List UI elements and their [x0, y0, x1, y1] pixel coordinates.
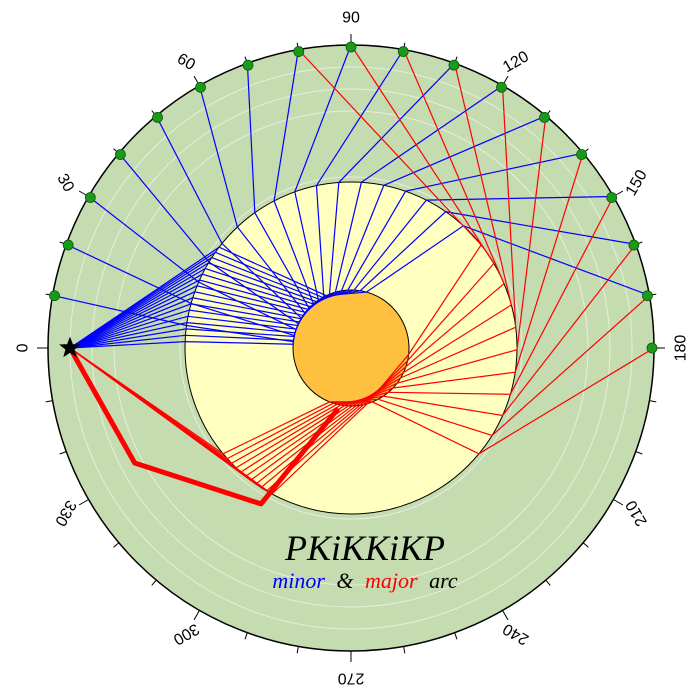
- station-marker: [84, 192, 96, 203]
- minor-tick: [545, 579, 551, 586]
- depth-ring: [113, 110, 589, 586]
- minor-tick: [113, 542, 120, 548]
- major-arc-ray: [69, 244, 637, 465]
- legend-minor-word: minor: [272, 568, 325, 593]
- minor-arc-ray: [69, 225, 650, 349]
- major-arc-ray: [69, 294, 650, 460]
- minor-tick: [454, 632, 458, 640]
- minor-arc-ray: [66, 243, 296, 349]
- major-arc-ray: [69, 153, 584, 473]
- source-star-icon: [59, 336, 81, 358]
- depth-ring: [179, 176, 523, 520]
- station-marker: [195, 81, 206, 93]
- station-marker: [49, 290, 60, 302]
- minor-tick: [403, 646, 406, 654]
- angle-tick-label: 180: [673, 335, 690, 362]
- station-marker: [646, 342, 658, 354]
- depth-ring: [91, 88, 611, 608]
- angle-tick-label: 0: [13, 344, 30, 353]
- minor-tick: [59, 451, 67, 455]
- station-marker: [576, 149, 587, 160]
- angle-tick-label: 120: [500, 48, 532, 76]
- station-marker: [628, 239, 640, 251]
- station-marker: [242, 59, 254, 71]
- major-tick: [502, 610, 509, 621]
- station-marker: [448, 59, 460, 71]
- angle-tick-label: 30: [53, 171, 77, 195]
- station-marker: [496, 81, 507, 93]
- station-marker: [397, 46, 409, 57]
- major-tick: [78, 499, 89, 506]
- station-marker: [115, 149, 126, 160]
- station-marker: [152, 112, 163, 123]
- legend-caption: minor & major arc: [272, 568, 457, 593]
- minor-tick: [649, 400, 657, 403]
- minor-tick: [582, 542, 589, 548]
- station-marker: [345, 41, 357, 53]
- station-marker: [293, 46, 305, 57]
- angle-tick-label: 90: [342, 10, 360, 27]
- station-marker: [539, 112, 550, 123]
- angle-tick-label: 210: [623, 497, 651, 529]
- inner-core-disk: [292, 289, 410, 407]
- major-tick: [613, 499, 624, 506]
- minor-tick: [296, 646, 299, 654]
- legend-arc-word: arc: [429, 568, 458, 593]
- angle-tick-label: 60: [174, 50, 198, 74]
- station-marker: [606, 192, 618, 203]
- station-marker: [642, 290, 653, 302]
- major-arc-ray: [69, 196, 614, 469]
- major-arc-ray-bundle: [67, 346, 341, 507]
- angle-tick-label: 150: [623, 167, 651, 199]
- legend-major-word: major: [365, 568, 418, 593]
- angle-tick-label: 330: [51, 497, 79, 529]
- angle-tick-label: 270: [338, 670, 365, 687]
- minor-tick: [244, 632, 248, 640]
- minor-tick: [635, 451, 643, 455]
- legend-amp-word: &: [336, 568, 354, 593]
- angle-tick-label: 240: [500, 620, 532, 648]
- angle-tick-label: 300: [170, 620, 202, 648]
- major-arc-ray: [69, 347, 655, 455]
- minor-arc-ray: [52, 294, 294, 349]
- figure-title: PKiKKiKP: [284, 528, 445, 568]
- minor-tick: [151, 579, 157, 586]
- major-tick: [193, 610, 200, 621]
- station-marker: [62, 239, 74, 251]
- minor-tick: [45, 400, 53, 403]
